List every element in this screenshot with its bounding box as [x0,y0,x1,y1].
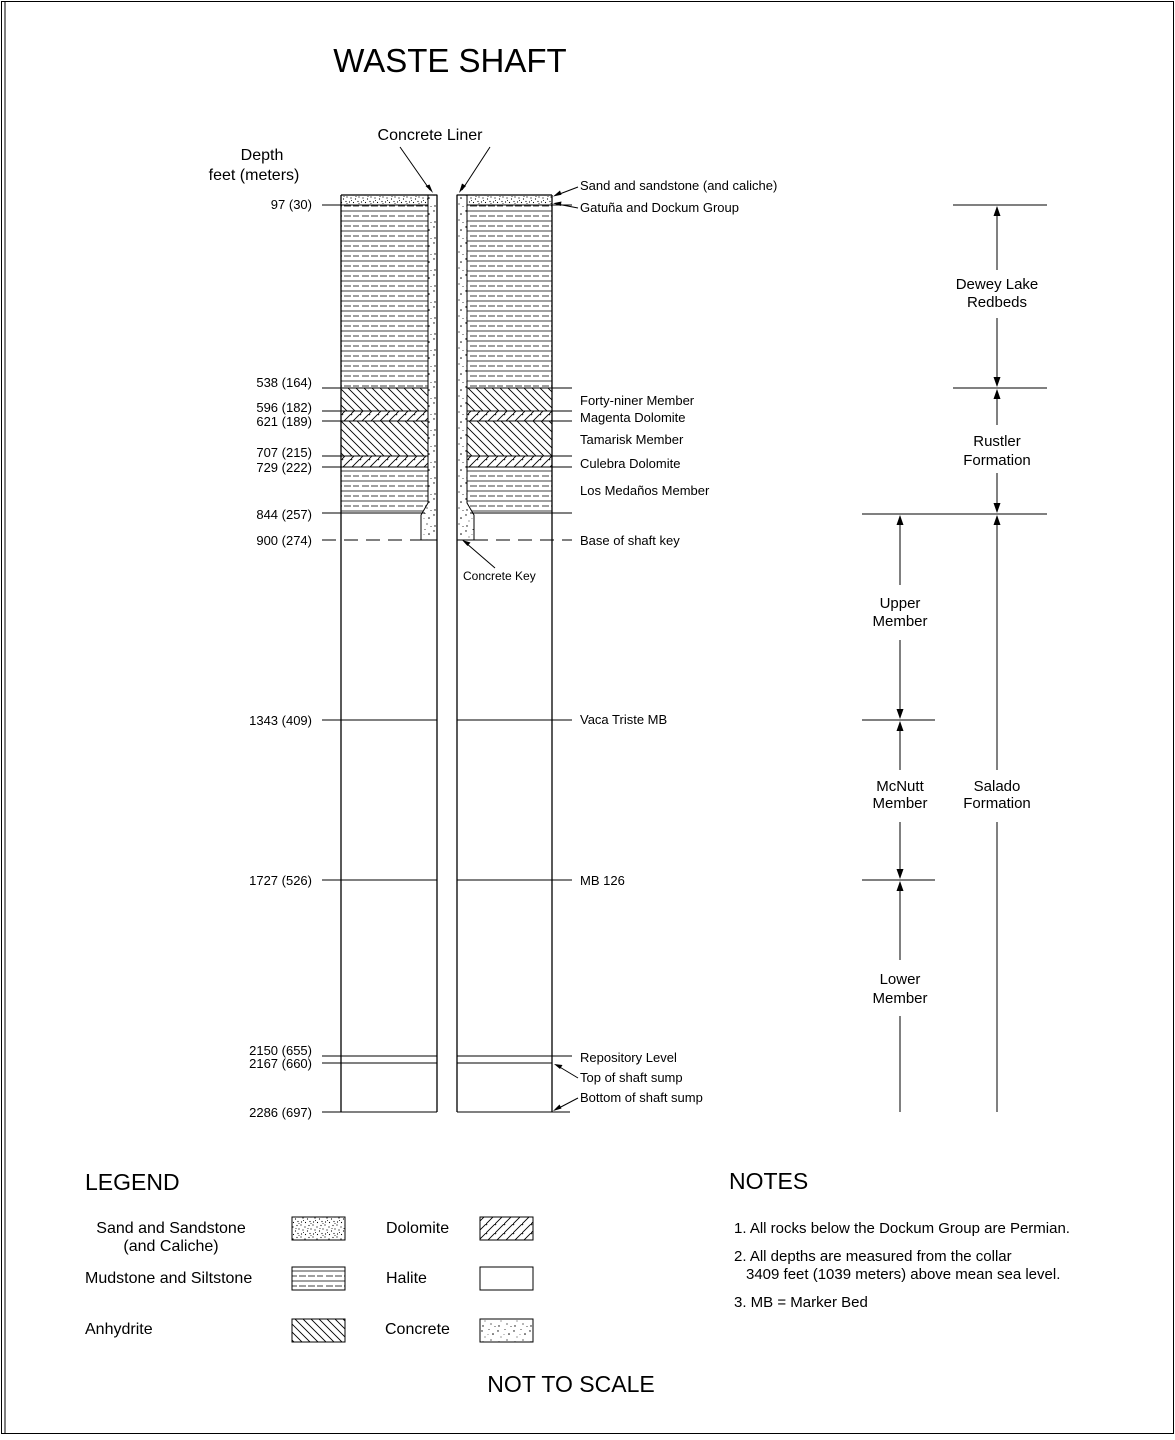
depth-label: 2167 (660) [249,1056,312,1071]
layer-fortyniner-right [467,388,552,411]
layer-fortyniner-left [341,388,428,411]
legend-label: Mudstone and Siltstone [85,1270,252,1287]
member-label: Member [872,613,927,630]
formation-label: Salado [974,778,1021,795]
layer-losmedanos-right [467,467,552,513]
depth-label: 2150 (655) [249,1043,312,1058]
formation-label: Formation [963,795,1031,812]
note-item: 3409 feet (1039 meters) above mean sea l… [746,1266,1060,1283]
legend-label: (and Caliche) [123,1238,218,1255]
depth-label: 707 (215) [256,445,312,460]
layer-dewey-left [341,205,428,388]
geologic-column [322,194,572,1113]
layer-label: Los Medaños Member [580,483,710,498]
depth-header-line2: feet (meters) [209,167,300,184]
depth-label: 900 (274) [256,533,312,548]
note-item: 1. All rocks below the Dockum Group are … [734,1220,1070,1237]
note-item: 3. MB = Marker Bed [734,1294,868,1311]
formation-brackets [862,204,1047,1112]
depth-header-line1: Depth [241,147,284,164]
not-to-scale-note: NOT TO SCALE [487,1371,654,1397]
layer-sand-left [341,195,428,205]
legend-label: Concrete [385,1321,450,1338]
layer-label: Tamarisk Member [580,432,684,447]
layer-label: MB 126 [580,873,625,888]
layer-label: Forty-niner Member [580,393,695,408]
formation-label: Redbeds [967,294,1027,311]
layer-label: Top of shaft sump [580,1070,683,1085]
layer-magenta-right [467,411,552,421]
diagram-title: WASTE SHAFT [333,42,566,79]
legend-swatch-mudstone [291,1266,346,1291]
concrete-key-label: Concrete Key [463,569,536,583]
layer-losmedanos-left [341,467,428,513]
layer-label: Gatuña and Dockum Group [580,200,739,215]
layer-magenta-left [341,411,428,421]
formation-labels: Dewey Lake Redbeds Rustler Formation Sal… [872,276,1038,1007]
formation-label: Formation [963,452,1031,469]
layer-culebra-left [341,456,428,467]
legend-swatch-dolomite [479,1216,534,1241]
formation-label: Rustler [973,433,1021,450]
layer-label: Base of shaft key [580,533,680,548]
depth-label: 729 (222) [256,460,312,475]
leader-arrows [462,186,579,1111]
layer-label: Magenta Dolomite [580,410,686,425]
layer-label: Repository Level [580,1050,677,1065]
layer-dewey-right [467,205,552,388]
depth-label: 2286 (697) [249,1105,312,1120]
layer-label: Culebra Dolomite [580,456,680,471]
layer-tamarisk-right [467,421,552,456]
layer-label: Sand and sandstone (and caliche) [580,178,777,193]
concrete-liner-label: Concrete Liner [378,127,484,144]
depth-labels: 97 (30) 538 (164) 596 (182) 621 (189) 70… [249,197,312,1120]
member-label: McNutt [876,778,924,795]
depth-label: 621 (189) [256,414,312,429]
member-label: Member [872,990,927,1007]
legend-label: Anhydrite [85,1321,153,1338]
layer-tamarisk-left [341,421,428,456]
notes-title: NOTES [729,1168,808,1194]
legend: LEGEND Sand and Sandstone (and Caliche) … [85,1169,534,1343]
depth-label: 538 (164) [256,375,312,390]
depth-label: 844 (257) [256,507,312,522]
legend-label: Dolomite [386,1220,449,1237]
concrete-liner-leaders [399,146,491,193]
member-label: Upper [880,595,921,612]
legend-title: LEGEND [85,1169,180,1195]
layer-label: Bottom of shaft sump [580,1090,703,1105]
legend-swatch-sand [291,1216,346,1241]
depth-label: 1727 (526) [249,873,312,888]
member-label: Member [872,795,927,812]
legend-swatch-anhydrite [291,1318,346,1343]
legend-swatch-halite [479,1266,534,1291]
note-item: 2. All depths are measured from the coll… [734,1248,1012,1265]
member-label: Lower [880,971,921,988]
legend-label: Halite [386,1270,427,1287]
depth-label: 1343 (409) [249,713,312,728]
legend-swatch-concrete [479,1318,534,1343]
layer-culebra-right [467,456,552,467]
formation-label: Dewey Lake [956,276,1039,293]
depth-label: 596 (182) [256,400,312,415]
legend-label: Sand and Sandstone [96,1220,246,1237]
layer-label: Vaca Triste MB [580,712,667,727]
layer-labels: Sand and sandstone (and caliche) Gatuña … [580,178,777,1105]
depth-label: 97 (30) [271,197,312,212]
notes: NOTES 1. All rocks below the Dockum Grou… [729,1168,1070,1311]
layer-sand-right [467,195,552,205]
